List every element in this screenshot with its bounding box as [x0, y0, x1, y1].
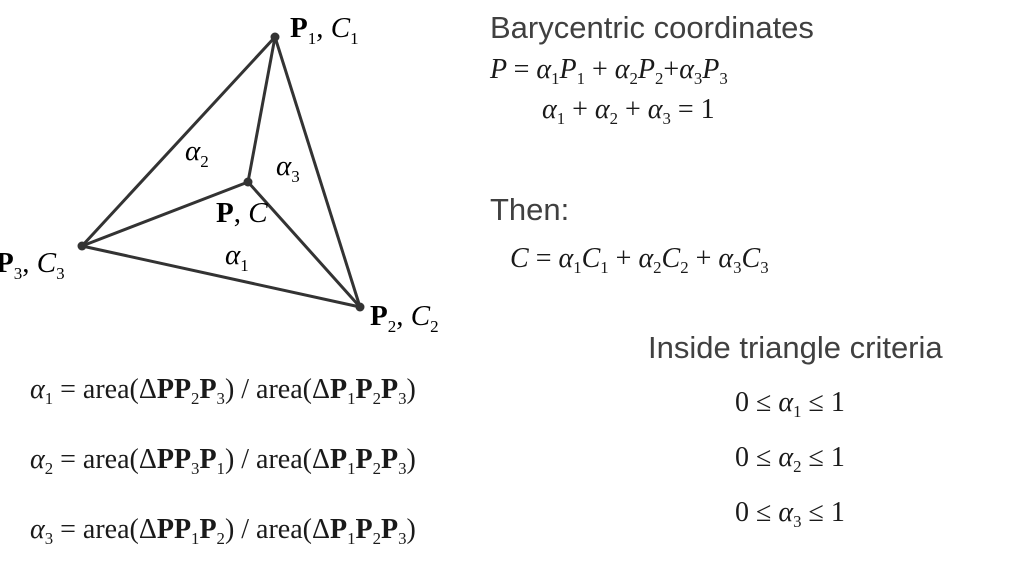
triangle-edges [80, 35, 362, 309]
label-p: P, C [216, 197, 268, 229]
label-alpha1: α1 [225, 239, 249, 275]
label-p3: P3, C3 [0, 247, 65, 283]
triangle-diagram: P1, C1 P2, C2 P3, C3 P, C α1 α2 α3 [0, 12, 439, 336]
label-alpha2: α2 [185, 135, 209, 171]
then-heading: Then: [490, 192, 570, 227]
alpha-sum-equation: α1 + α2 + α3 = 1 [542, 94, 715, 128]
edge-p-p3 [81, 180, 249, 248]
vertex-p3 [77, 241, 87, 251]
inside-criteria-heading: Inside triangle criteria [648, 330, 943, 365]
edge-p-p2 [246, 180, 362, 309]
barycentric-equation: P = α1P1 + α2P2+α3P3 [490, 54, 728, 88]
vertex-p2 [355, 302, 365, 312]
vertex-p1 [270, 32, 280, 42]
label-p1: P1, C1 [290, 12, 359, 48]
edge-p3-p1 [80, 35, 277, 248]
label-p2: P2, C2 [370, 300, 439, 336]
vertex-p [243, 177, 253, 187]
edge-p-p1 [246, 36, 277, 183]
criterion-alpha2: 0 ≤ α2 ≤ 1 [735, 442, 845, 476]
label-alpha3: α3 [276, 150, 300, 186]
color-interpolation-equation: C = α1C1 + α2C2 + α3C3 [510, 243, 769, 277]
edge-p1-p2 [273, 36, 362, 308]
area-formula-alpha1: α1 = area(ΔPP2P3) / area(ΔP1P2P3) [30, 374, 416, 408]
criterion-alpha1: 0 ≤ α1 ≤ 1 [735, 387, 845, 421]
barycentric-heading: Barycentric coordinates [490, 10, 814, 45]
criterion-alpha3: 0 ≤ α3 ≤ 1 [735, 497, 845, 531]
area-formula-alpha3: α3 = area(ΔPP1P2) / area(ΔP1P2P3) [30, 514, 416, 548]
area-formula-alpha2: α2 = area(ΔPP3P1) / area(ΔP1P2P3) [30, 444, 416, 478]
edge-p2-p3 [81, 244, 361, 309]
